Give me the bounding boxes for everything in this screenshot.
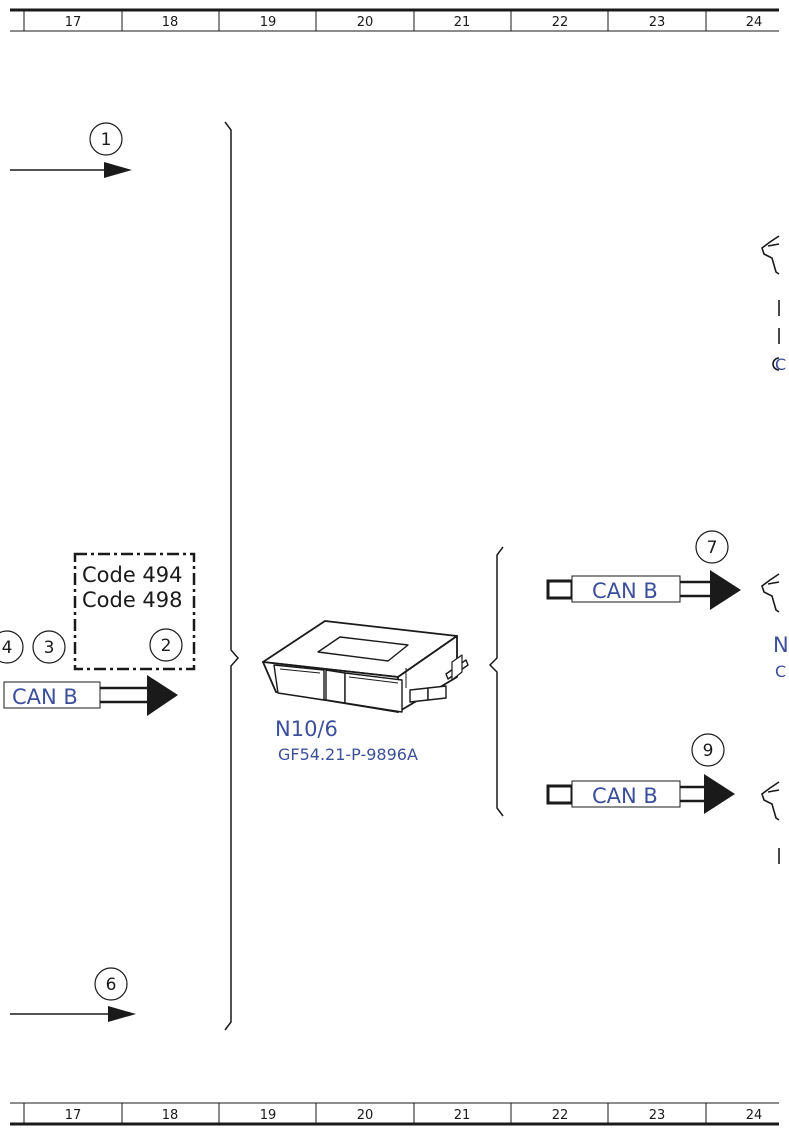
- edge-fragment-c1: C: [775, 662, 786, 681]
- top-ruler: 17 18 19 20 21 22 23 24: [10, 8, 779, 32]
- edge-component-middle: [761, 573, 780, 613]
- can-b-right-top-label: CAN B: [592, 579, 658, 603]
- callout-2: 2: [161, 636, 172, 656]
- ruler-bottom-col-24: 24: [746, 1108, 763, 1123]
- callout-7: 7: [707, 538, 718, 558]
- bottom-ruler: 17 18 19 20 21 22 23 24: [10, 1102, 779, 1126]
- component-ref-link[interactable]: GF54.21-P-9896A: [278, 745, 418, 764]
- signal-arrow-1: 1: [10, 122, 132, 178]
- code-498-label: Code 498: [82, 588, 183, 612]
- left-brace: [224, 121, 239, 1031]
- ruler-top-col-23: 23: [649, 15, 666, 30]
- right-brace: [488, 546, 504, 817]
- ruler-top-col-24: 24: [746, 15, 763, 30]
- callout-6: 6: [106, 975, 117, 995]
- can-b-left: CAN B: [3, 675, 178, 716]
- code-box: Code 494 Code 498 2: [73, 552, 196, 671]
- edge-fragment-c2: C: [775, 355, 786, 374]
- signal-arrow-6: 6: [10, 967, 136, 1022]
- ruler-bottom-col-21: 21: [454, 1108, 471, 1123]
- ruler-bottom-col-18: 18: [162, 1108, 179, 1123]
- can-b-right-top: CAN B 7: [546, 530, 741, 610]
- control-unit-n10-6: [262, 620, 469, 713]
- edge-component-top: [761, 235, 780, 371]
- callout-1: 1: [101, 130, 112, 150]
- callout-group-4-3: 4 3: [0, 630, 66, 664]
- component-id-label: N10/6: [275, 717, 338, 741]
- can-b-right-bottom-label: CAN B: [592, 784, 658, 808]
- ruler-bottom-col-22: 22: [552, 1108, 569, 1123]
- ruler-bottom-col-19: 19: [260, 1108, 277, 1123]
- ruler-top-col-18: 18: [162, 15, 179, 30]
- ruler-top-col-19: 19: [260, 15, 277, 30]
- can-b-right-bottom: CAN B 9: [546, 733, 735, 814]
- ruler-bottom-col-20: 20: [357, 1108, 374, 1123]
- ruler-top-col-21: 21: [454, 15, 471, 30]
- ruler-top-col-17: 17: [65, 15, 82, 30]
- ruler-bottom-col-17: 17: [65, 1108, 82, 1123]
- callout-4: 4: [2, 638, 13, 658]
- edge-fragment-n: N: [773, 633, 789, 657]
- can-b-left-label: CAN B: [12, 685, 78, 709]
- edge-component-bottom: [761, 781, 780, 864]
- ruler-top-col-22: 22: [552, 15, 569, 30]
- callout-9: 9: [703, 741, 714, 761]
- code-494-label: Code 494: [82, 563, 183, 587]
- ruler-bottom-col-23: 23: [649, 1108, 666, 1123]
- ruler-top-col-20: 20: [357, 15, 374, 30]
- callout-3: 3: [44, 638, 55, 658]
